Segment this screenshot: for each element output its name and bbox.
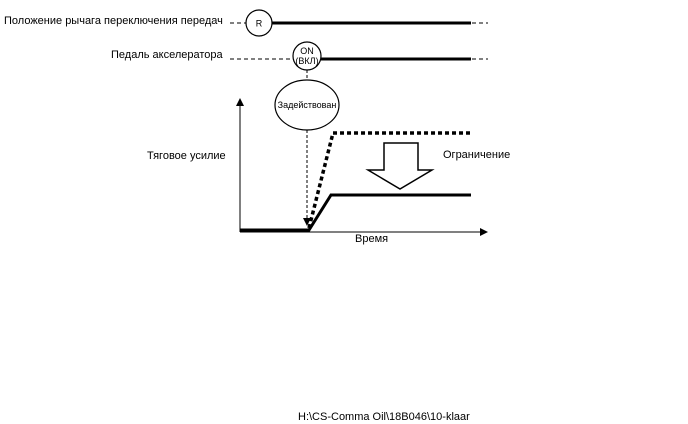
unrestricted-traction-curve <box>307 131 470 229</box>
traction-force-label: Тяговое усилие <box>147 150 226 162</box>
accelerator-on-text: ON <box>300 46 314 56</box>
file-path-footer: H:\CS-Comma Oil\18B046\10-klaar <box>298 411 470 423</box>
limitation-label: Ограничение <box>443 149 511 161</box>
gear-position-text: R <box>256 19 263 29</box>
limited-traction-curve <box>240 193 471 232</box>
limitation-arrow-icon <box>365 142 435 190</box>
time-axis-label: Время <box>355 233 389 245</box>
accelerator-pedal-label: Педаль акселератора <box>111 49 223 61</box>
engaged-state-text: Задействован <box>278 100 337 110</box>
accelerator-on-subtext: (ВКЛ) <box>295 56 318 66</box>
gear-lever-label: Положение рычага переключения передач <box>4 15 223 27</box>
